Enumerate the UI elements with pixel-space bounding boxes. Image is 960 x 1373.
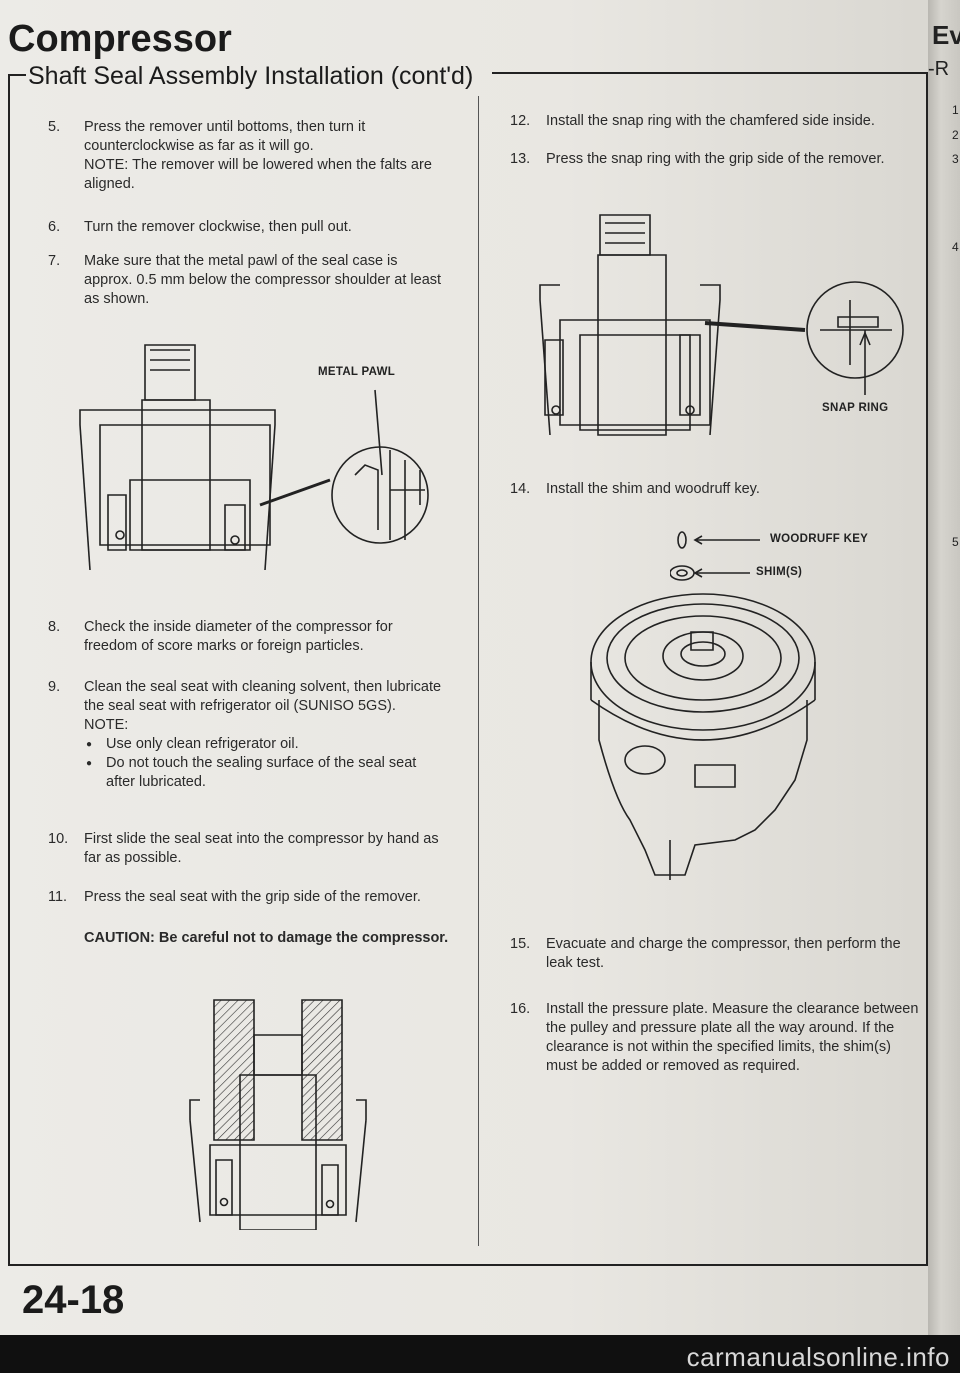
edge-fragment: 5 [952, 535, 959, 549]
step-text: Check the inside diameter of the compres… [84, 619, 393, 654]
column-divider [478, 96, 479, 1246]
step-9: 9. Clean the seal seat with cleaning sol… [48, 678, 448, 792]
step-12: 12. Install the snap ring with the chamf… [510, 112, 910, 131]
frame-border [492, 72, 927, 74]
step-text: Press the snap ring with the grip side o… [546, 151, 885, 167]
manual-page [0, 0, 940, 1335]
watermark: carmanualsonline.info [686, 1342, 950, 1372]
step-text: Install the pressure plate. Measure the … [546, 1001, 919, 1074]
edge-fragment: -R [928, 58, 950, 80]
step-text: Install the snap ring with the chamfered… [546, 113, 875, 129]
step-number: 6. [48, 219, 61, 235]
edge-fragment: 4 [952, 240, 959, 254]
step-text: Evacuate and charge the compressor, then… [546, 936, 901, 971]
adjacent-page-edge: Ev -R 1 2 3 4 5 [928, 0, 960, 1335]
edge-fragment: Ev [932, 20, 960, 50]
step-number: 16. [510, 1001, 531, 1017]
section-subtitle: Shaft Seal Assembly Installation (cont'd… [28, 62, 474, 90]
frame-border [8, 1264, 928, 1266]
woodruff-key-label: WOODRUFF KEY [770, 533, 869, 545]
step-text: Turn the remover clockwise, then pull ou… [84, 219, 352, 235]
step-15: 15. Evacuate and charge the compressor, … [510, 935, 920, 973]
woodruff-shim-icons [670, 525, 770, 585]
step-number: 15. [510, 936, 531, 952]
step-number: 12. [510, 113, 531, 129]
metal-pawl-diagram [60, 330, 460, 590]
snap-ring-diagram [520, 205, 910, 450]
step-text: First slide the seal seat into the compr… [84, 831, 439, 866]
page-title: Compressor [8, 18, 232, 60]
step-11: 11. Press the seal seat with the grip si… [48, 888, 458, 907]
edge-fragment: 3 [952, 152, 959, 166]
step-number: 7. [48, 253, 61, 269]
metal-pawl-label: METAL PAWL [318, 366, 396, 378]
shim-icon [670, 566, 694, 580]
page-number: 24-18 [22, 1278, 125, 1322]
step-13: 13. Press the snap ring with the grip si… [510, 150, 910, 169]
edge-fragment: 1 [952, 103, 959, 117]
step-5: 5. Press the remover until bottoms, then… [48, 118, 448, 194]
frame-border [8, 74, 26, 76]
caution-text: CAUTION: Be careful not to damage the co… [84, 930, 449, 946]
step-number: 9. [48, 679, 61, 695]
step-text: Press the remover until bottoms, then tu… [84, 119, 366, 154]
edge-fragment: 2 [952, 128, 959, 142]
step-14: 14. Install the shim and woodruff key. [510, 480, 910, 499]
step-text: Install the shim and woodruff key. [546, 481, 760, 497]
step-number: 5. [48, 119, 61, 135]
step-number: 14. [510, 481, 531, 497]
frame-border [8, 74, 10, 1264]
step-note: NOTE: The remover will be lowered when t… [84, 157, 432, 192]
step-number: 8. [48, 619, 61, 635]
bottom-band [0, 1335, 960, 1373]
step-text: Press the seal seat with the grip side o… [84, 889, 421, 905]
seal-seat-press-diagram [180, 990, 380, 1230]
step-text: Make sure that the metal pawl of the sea… [84, 253, 442, 307]
step-16: 16. Install the pressure plate. Measure … [510, 1000, 920, 1076]
step-text: Clean the seal seat with cleaning solven… [84, 679, 442, 714]
shims-label: SHIM(S) [756, 566, 803, 578]
note-bullet: Do not touch the sealing surface of the … [84, 754, 448, 792]
step-10: 10. First slide the seal seat into the c… [48, 830, 448, 868]
step-8: 8. Check the inside diameter of the comp… [48, 618, 448, 656]
compressor-pulley-diagram [575, 590, 835, 890]
frame-border [926, 72, 928, 1264]
step-number: 13. [510, 151, 531, 167]
step-number: 10. [48, 831, 69, 847]
step-number: 11. [48, 889, 68, 905]
snap-ring-label: SNAP RING [822, 402, 889, 414]
step-7: 7. Make sure that the metal pawl of the … [48, 252, 448, 309]
woodruff-key-icon [678, 532, 686, 548]
step-note: NOTE: [84, 717, 129, 733]
note-bullet: Use only clean refrigerator oil. [84, 735, 448, 754]
step-6: 6. Turn the remover clockwise, then pull… [48, 218, 448, 237]
